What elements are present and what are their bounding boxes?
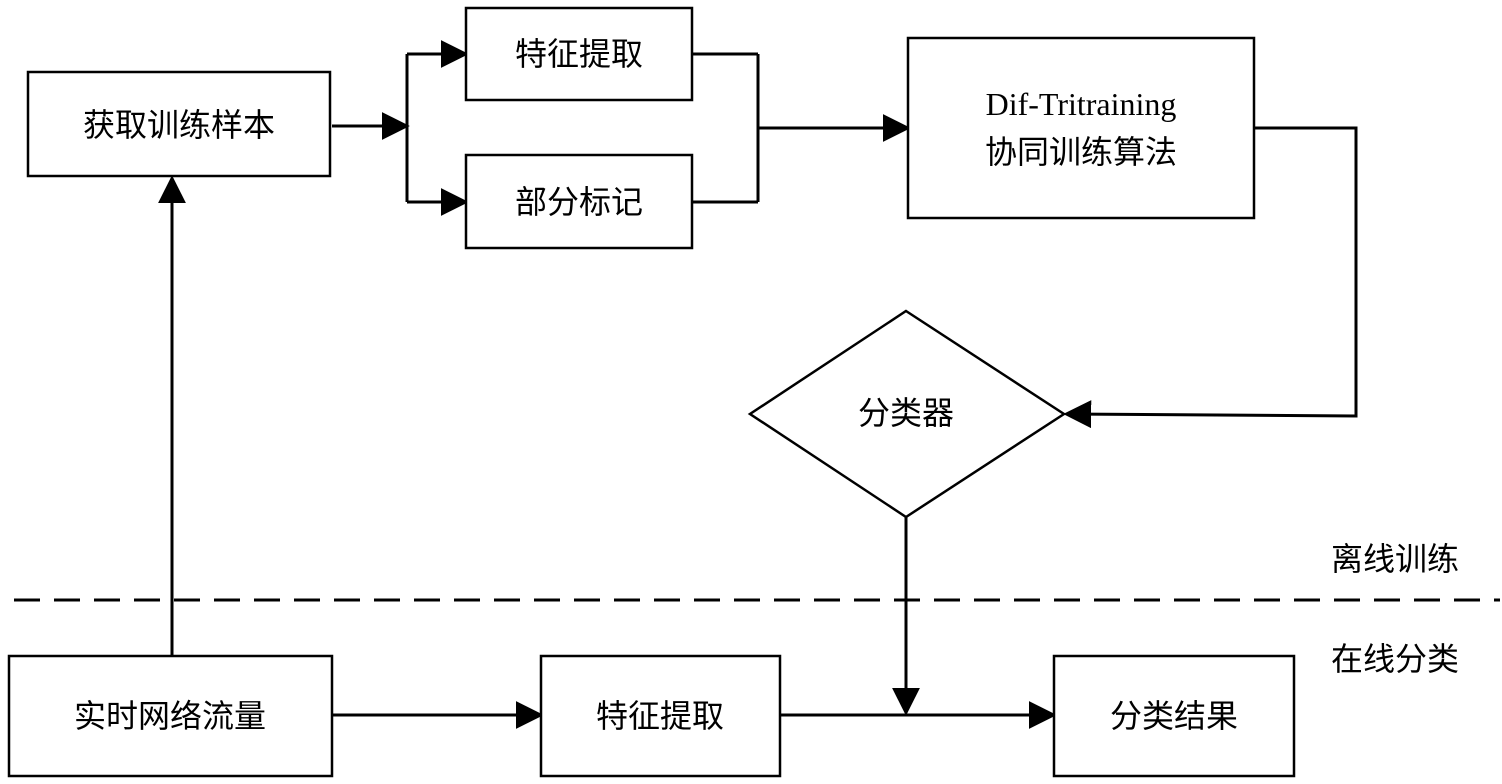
- node-feature-extraction-bottom: 特征提取: [539, 654, 782, 778]
- node-algorithm-line2: 协同训练算法: [985, 133, 1177, 171]
- section-offline-label: 离线训练: [1331, 540, 1459, 578]
- node-partial-labeling: 部分标记: [464, 153, 694, 250]
- node-get-samples-label: 获取训练样本: [83, 106, 275, 144]
- node-classification-result-label: 分类结果: [1110, 697, 1238, 735]
- node-classifier: 分类器: [747, 309, 1067, 519]
- node-algorithm-line1: Dif-Tritraining: [986, 86, 1177, 122]
- node-realtime-traffic: 实时网络流量: [7, 654, 334, 778]
- node-feature-extraction-top: 特征提取: [464, 6, 694, 102]
- node-get-samples: 获取训练样本: [26, 70, 332, 178]
- node-feature-extraction-bottom-label: 特征提取: [596, 697, 724, 735]
- node-partial-labeling-label: 部分标记: [515, 183, 643, 221]
- node-classifier-label: 分类器: [858, 394, 954, 432]
- node-realtime-traffic-label: 实时网络流量: [74, 697, 266, 735]
- node-classification-result: 分类结果: [1052, 654, 1296, 778]
- section-online-label: 在线分类: [1331, 640, 1459, 678]
- node-feature-extraction-top-label: 特征提取: [515, 35, 643, 73]
- node-algorithm: Dif-Tritraining 协同训练算法: [906, 36, 1256, 220]
- edge-algorithm-to-classifier: [1063, 126, 1358, 429]
- connectors: [14, 40, 1500, 729]
